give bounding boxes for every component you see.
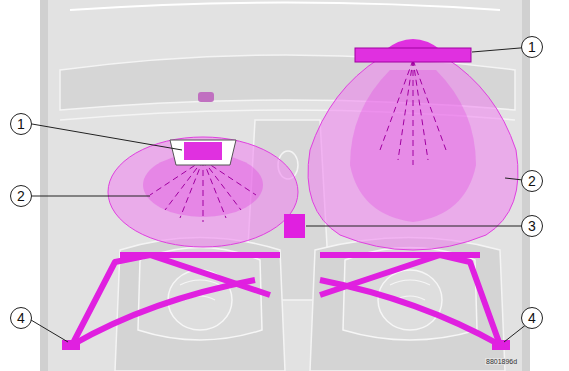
callout-number: 4 bbox=[10, 307, 32, 329]
callout-number: 3 bbox=[521, 215, 543, 237]
callout-number: 4 bbox=[521, 307, 543, 329]
callout-number: 1 bbox=[521, 36, 543, 58]
callout-number: 2 bbox=[10, 185, 32, 207]
callout-number: 2 bbox=[521, 170, 543, 192]
callout-number: 1 bbox=[10, 113, 32, 135]
drawing-code: 8801896d bbox=[485, 358, 518, 365]
